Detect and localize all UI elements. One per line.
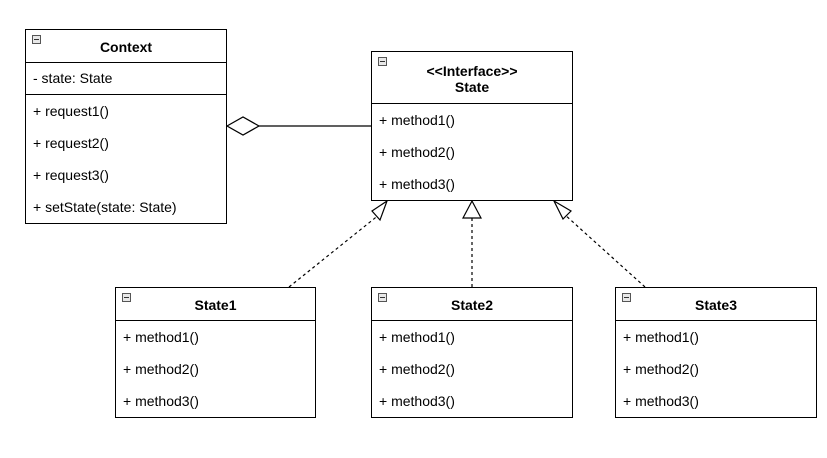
method-row: + method1() bbox=[123, 329, 199, 345]
method-row: + method1() bbox=[379, 112, 455, 128]
methods-section: + request1() + request2() + request3() +… bbox=[26, 95, 226, 223]
method-row: + method1() bbox=[623, 329, 699, 345]
class-header: State1 bbox=[116, 288, 315, 321]
class-stereotype: <<Interface>> bbox=[426, 63, 518, 79]
class-name: State3 bbox=[694, 297, 738, 313]
attribute-row: - state: State bbox=[33, 70, 113, 86]
realization-arrowhead bbox=[552, 199, 572, 221]
method-row: + method3() bbox=[123, 393, 199, 409]
method-row: + request3() bbox=[33, 167, 109, 183]
collapse-icon[interactable] bbox=[122, 293, 131, 302]
class-context[interactable]: Context - state: State + request1() + re… bbox=[25, 29, 227, 224]
method-row: + method3() bbox=[623, 393, 699, 409]
class-state-interface[interactable]: <<Interface>> State + method1() + method… bbox=[371, 51, 573, 201]
aggregation-connector[interactable] bbox=[225, 116, 371, 136]
collapse-icon[interactable] bbox=[378, 57, 387, 66]
class-header: State2 bbox=[372, 288, 572, 321]
methods-section: + method1() + method2() + method3() bbox=[116, 321, 315, 417]
class-header: Context bbox=[26, 30, 226, 63]
class-state1[interactable]: State1 + method1() + method2() + method3… bbox=[115, 287, 316, 418]
class-state3[interactable]: State3 + method1() + method2() + method3… bbox=[615, 287, 817, 418]
collapse-icon[interactable] bbox=[378, 293, 387, 302]
class-header: State3 bbox=[616, 288, 816, 321]
class-name: State1 bbox=[194, 297, 237, 313]
collapse-icon[interactable] bbox=[622, 293, 631, 302]
methods-section: + method1() + method2() + method3() bbox=[372, 321, 572, 417]
method-row: + method1() bbox=[379, 329, 455, 345]
method-row: + setState(state: State) bbox=[33, 199, 177, 215]
method-row: + method2() bbox=[379, 361, 455, 377]
method-row: + request2() bbox=[33, 135, 109, 151]
class-state2[interactable]: State2 + method1() + method2() + method3… bbox=[371, 287, 573, 418]
class-name: Context bbox=[99, 39, 153, 55]
class-header: <<Interface>> State bbox=[372, 52, 572, 104]
method-row: + method2() bbox=[123, 361, 199, 377]
methods-section: + method1() + method2() + method3() bbox=[372, 104, 572, 200]
realization-connector-state3[interactable] bbox=[552, 199, 646, 288]
method-row: + method2() bbox=[379, 144, 455, 160]
realization-arrowhead bbox=[462, 199, 482, 219]
methods-section: + method1() + method2() + method3() bbox=[616, 321, 816, 417]
method-row: + request1() bbox=[33, 103, 109, 119]
method-row: + method3() bbox=[379, 393, 455, 409]
class-name: State2 bbox=[450, 297, 494, 313]
class-name: State bbox=[454, 79, 490, 95]
realization-connector-state1[interactable] bbox=[288, 199, 389, 288]
realization-connector-state2[interactable] bbox=[462, 199, 482, 287]
method-row: + method2() bbox=[623, 361, 699, 377]
method-row: + method3() bbox=[379, 176, 455, 192]
attributes-section: - state: State bbox=[26, 63, 226, 95]
collapse-icon[interactable] bbox=[32, 35, 41, 44]
aggregation-diamond bbox=[225, 116, 261, 136]
realization-arrowhead bbox=[371, 199, 389, 222]
